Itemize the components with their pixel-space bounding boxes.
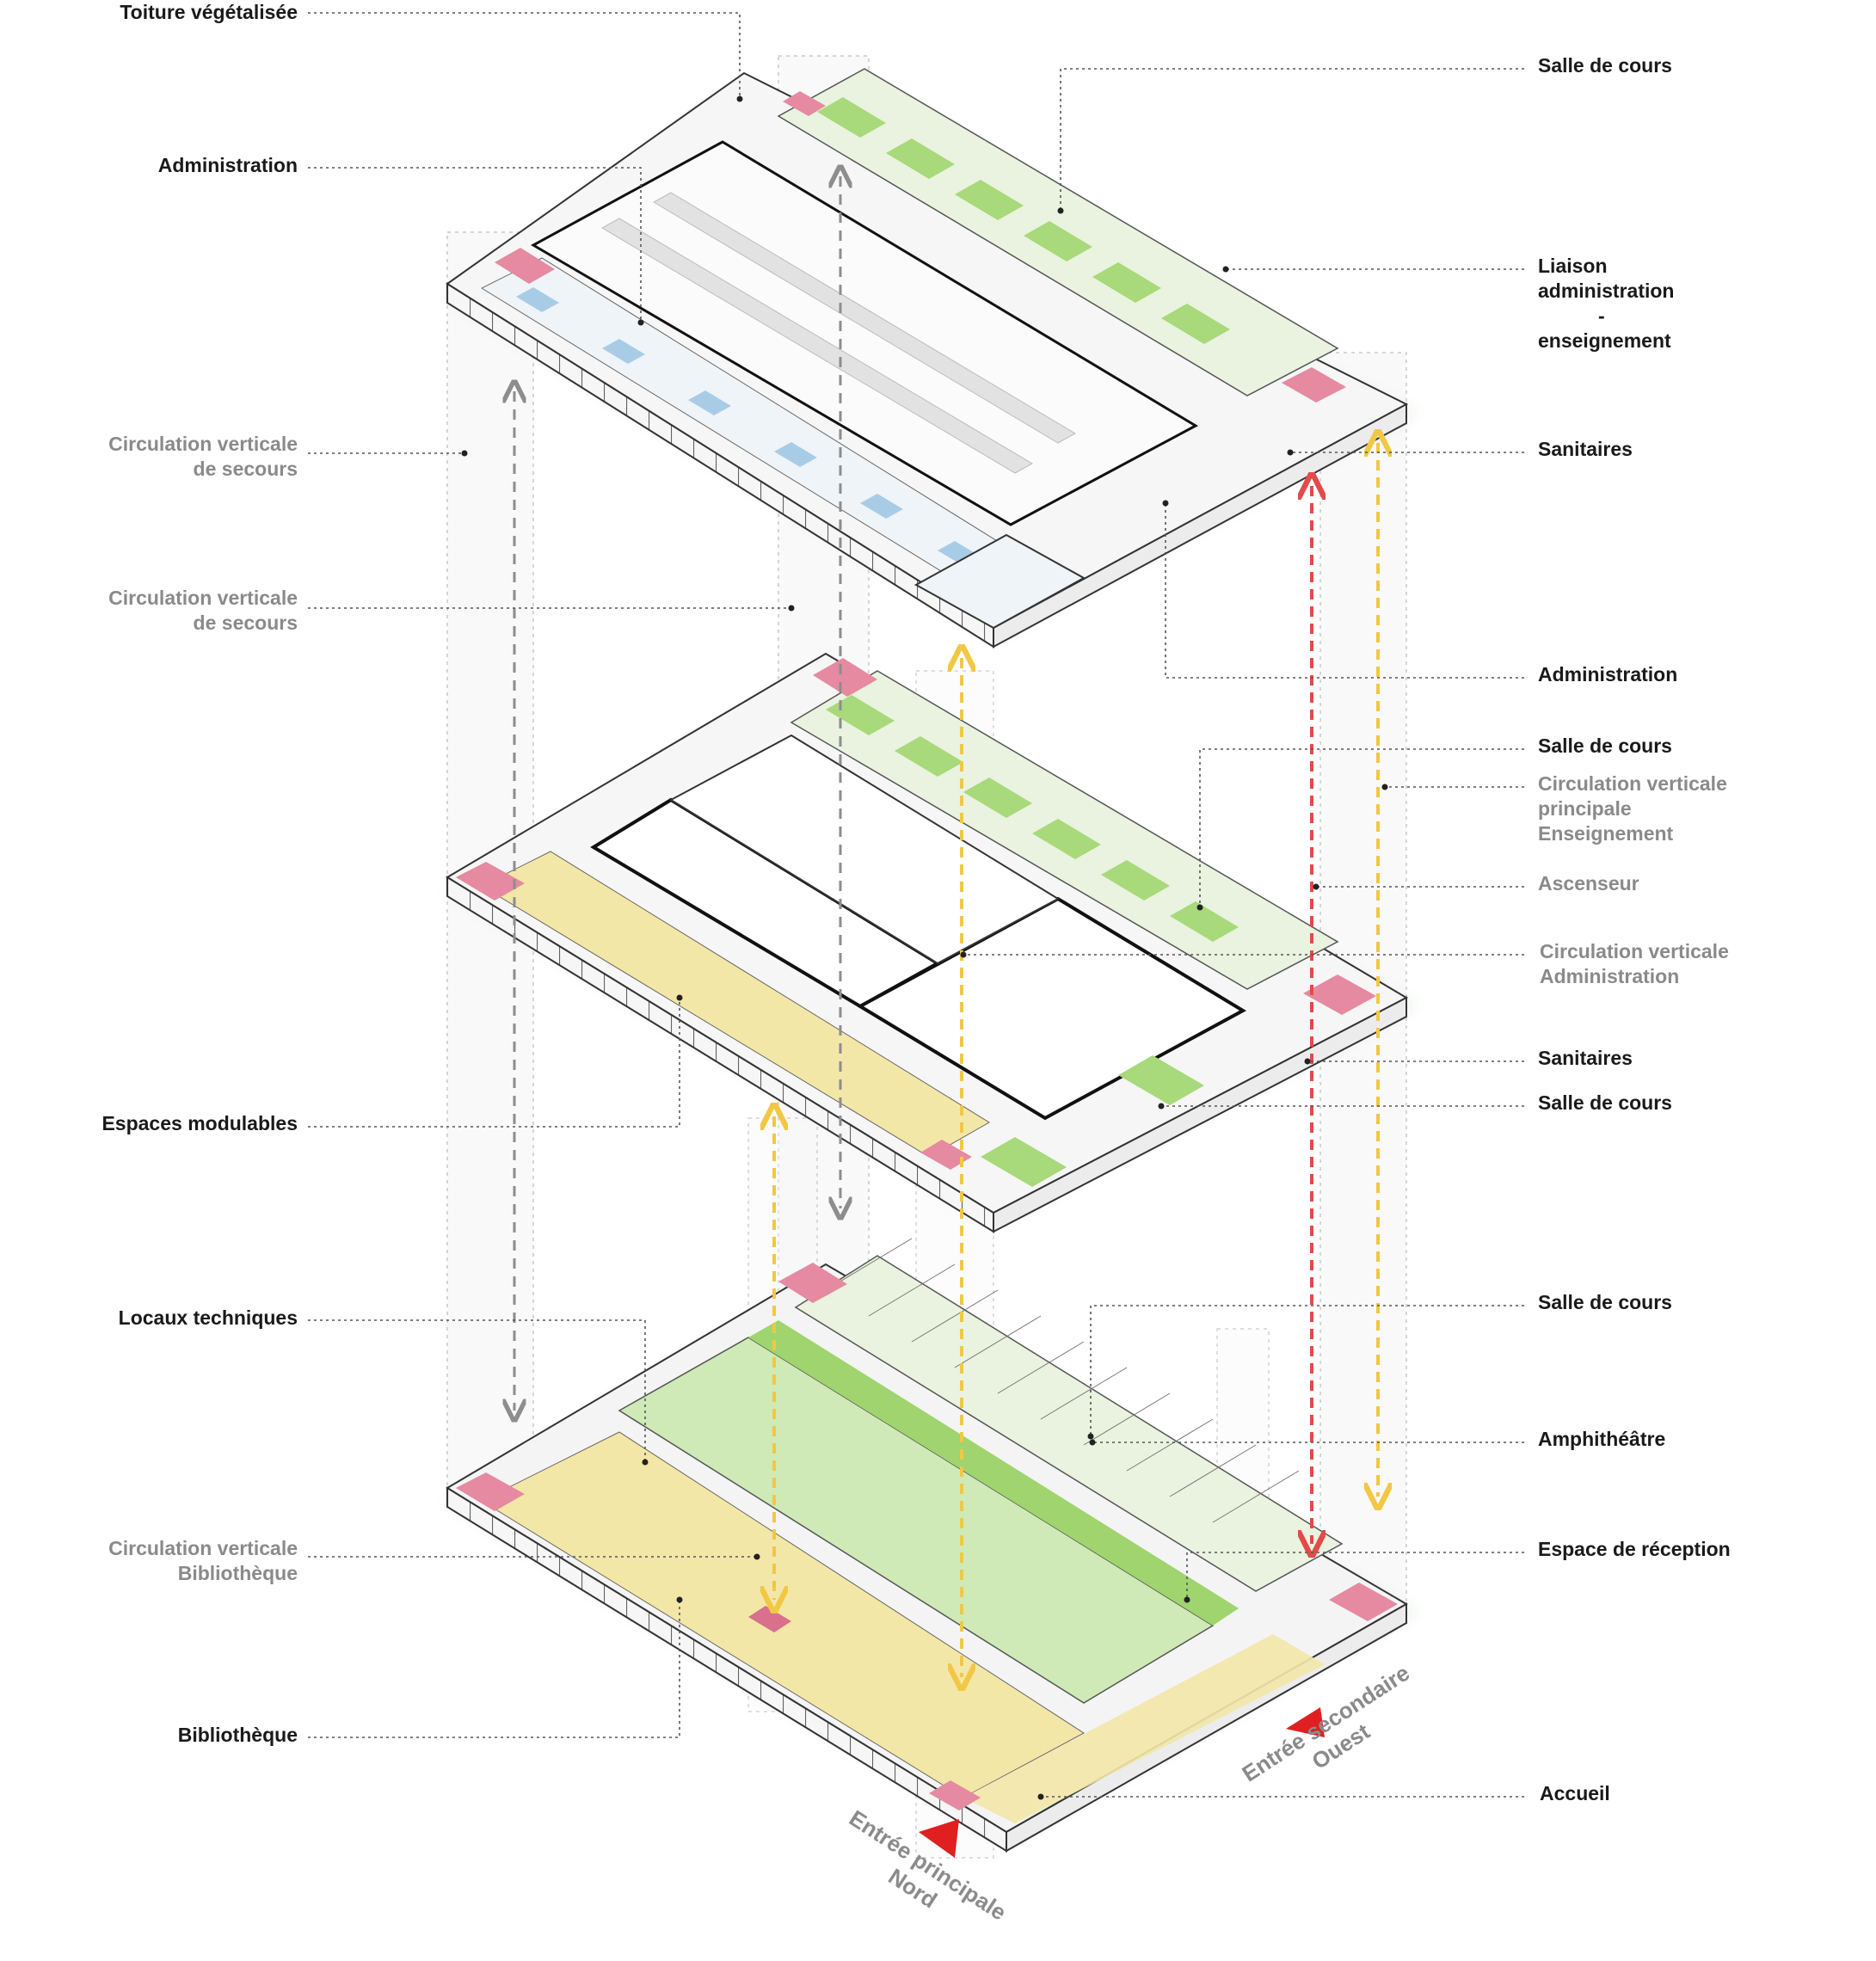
entrance-ouest-marker (1286, 1707, 1325, 1737)
label-liaison-line2: administration (1538, 280, 1675, 302)
floor-ground (443, 1238, 1419, 1853)
stairs-top-top (783, 91, 826, 116)
label-circulation-enseignement: Circulation verticale principale Enseign… (1538, 771, 1727, 846)
stairs-top-left (495, 248, 555, 284)
stairs-ground-right (1329, 1583, 1398, 1621)
label-circulation-enseignement-line2: principale (1538, 797, 1632, 820)
entrance-nord-marker (919, 1819, 959, 1858)
leader-dots (461, 95, 1388, 1800)
label-circulation-bibliotheque: Circulation verticale Bibliothèque (108, 1536, 298, 1586)
label-circulation-enseignement-line1: Circulation verticale (1538, 772, 1727, 795)
label-salle-cours-2: Salle de cours (1538, 735, 1672, 757)
floor-middle (443, 652, 1419, 1233)
label-salle-cours-1: Salle de cours (1538, 54, 1672, 77)
stairs-ground-top (778, 1263, 847, 1303)
library-zone (480, 1431, 1085, 1798)
label-circulation-bibliotheque-line2: Bibliothèque (177, 1562, 298, 1584)
modular-spaces-zone (480, 851, 990, 1158)
label-bibliotheque: Bibliothèque (177, 1724, 298, 1746)
label-sanitaires-2: Sanitaires (1538, 1047, 1633, 1069)
label-accueil: Accueil (1540, 1782, 1610, 1804)
label-amphitheatre: Amphithéâtre (1538, 1428, 1666, 1450)
label-ascenseur: Ascenseur (1538, 872, 1639, 894)
label-circulation-secours-2-line2: de secours (193, 612, 298, 634)
floor-top (443, 68, 1419, 649)
label-administration: Administration (1538, 663, 1678, 685)
label-liaison-line4: enseignement (1538, 329, 1671, 352)
label-espaces-modulables: Espaces modulables (101, 1112, 298, 1134)
label-toiture: Toiture végétalisée (120, 1, 298, 23)
label-locaux-techniques: Locaux techniques (118, 1306, 298, 1329)
label-circulation-administration: Circulation verticale Administration (1540, 939, 1729, 989)
label-liaison: Liaison administration - enseignement (1538, 254, 1674, 353)
label-liaison-line3: - (1598, 304, 1605, 327)
label-salle-cours-4: Salle de cours (1538, 1291, 1672, 1313)
label-espace-reception: Espace de réception (1538, 1538, 1731, 1560)
classroom-band-ground (794, 1255, 1344, 1592)
leader-lines (308, 12, 1524, 1798)
label-sanitaires-1: Sanitaires (1538, 438, 1633, 460)
circulation-arrows (514, 176, 1378, 1677)
label-circulation-secours-2: Circulation verticale de secours (108, 586, 298, 636)
label-circulation-secours-1: Circulation verticale de secours (108, 432, 298, 482)
label-circulation-secours-2-line1: Circulation verticale (108, 587, 298, 609)
label-circulation-bibliotheque-line1: Circulation verticale (108, 1537, 298, 1559)
label-salle-cours-3: Salle de cours (1538, 1091, 1672, 1114)
label-circulation-administration-line1: Circulation verticale (1540, 940, 1729, 962)
label-circulation-administration-line2: Administration (1540, 965, 1680, 987)
label-liaison-line1: Liaison (1538, 255, 1608, 277)
stairs-top-right (1282, 367, 1346, 403)
label-circulation-enseignement-line3: Enseignement (1538, 822, 1674, 845)
label-administration-top: Administration (157, 154, 298, 176)
stairs-ground-left (456, 1472, 525, 1511)
label-circulation-secours-1-line1: Circulation verticale (108, 433, 298, 455)
label-circulation-secours-1-line2: de secours (193, 458, 298, 480)
